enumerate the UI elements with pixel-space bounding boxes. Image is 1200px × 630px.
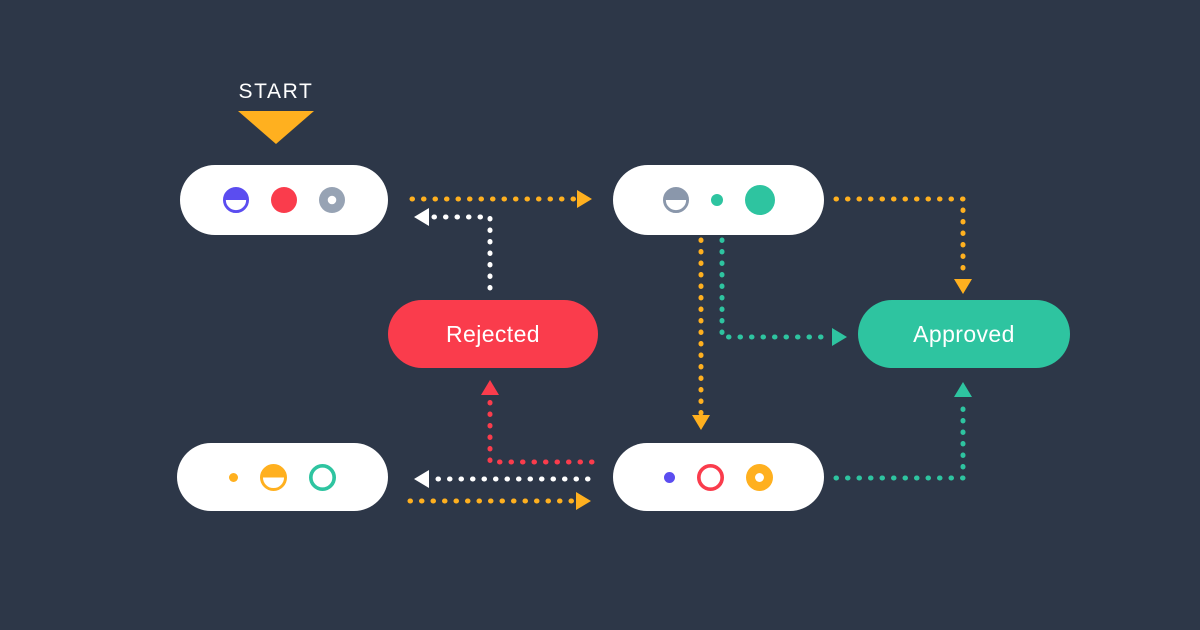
edge-rejected-to-node1-white <box>414 208 493 291</box>
half-filled-circle-orange-icon <box>260 463 287 491</box>
edge-node1-to-node2-orange <box>409 190 592 208</box>
edge-node4-to-approved-green <box>833 382 972 481</box>
node-approved[interactable]: Approved <box>858 300 1070 368</box>
half-filled-circle-gray-icon <box>662 187 689 213</box>
node-states-1[interactable] <box>180 165 388 235</box>
start-marker: START <box>216 80 336 144</box>
filled-circle-red-icon <box>271 187 297 213</box>
edge-node1-to-node2-orange-arrowhead <box>577 190 592 208</box>
edge-node2-to-node4-orange <box>692 237 710 430</box>
edge-node4-to-node3-white-arrowhead <box>414 470 429 488</box>
half-filled-circle-purple-icon <box>223 187 249 213</box>
edge-node4-to-node3-white <box>414 470 591 488</box>
node-states-2[interactable] <box>613 165 824 235</box>
edge-rejected-to-node1-white-arrowhead <box>414 208 429 226</box>
node-states-4[interactable] <box>613 443 824 511</box>
edge-node4-to-rejected-red <box>481 380 595 465</box>
small-dot-orange-icon <box>229 472 238 482</box>
edge-node3-to-node4-orange <box>407 492 591 510</box>
start-label: START <box>238 80 314 103</box>
edge-node2-to-approved-green <box>719 237 847 346</box>
edge-node2-to-approved-green-arrowhead <box>832 328 847 346</box>
edge-node4-to-rejected-red-arrowhead <box>481 380 499 395</box>
node-rejected-label: Rejected <box>446 320 540 347</box>
ring-circle-green-icon <box>309 463 336 491</box>
edge-node2-to-approved-orange <box>833 196 972 294</box>
node-states-3[interactable] <box>177 443 388 511</box>
edge-node2-to-approved-orange-arrowhead <box>954 279 972 294</box>
node-rejected[interactable]: Rejected <box>388 300 598 368</box>
donut-circle-gray-icon <box>319 187 345 213</box>
triangle-down-icon <box>238 111 314 144</box>
edge-node2-to-node4-orange-arrowhead <box>692 415 710 430</box>
small-dot-purple-icon <box>664 471 675 483</box>
small-dot-green-icon <box>710 194 723 206</box>
edge-node4-to-approved-green-arrowhead <box>954 382 972 397</box>
donut-circle-orange-icon <box>746 463 773 491</box>
ring-circle-red-icon <box>697 463 724 491</box>
filled-circle-green-icon <box>744 185 775 215</box>
edge-node3-to-node4-orange-arrowhead <box>576 492 591 510</box>
node-approved-label: Approved <box>913 320 1015 347</box>
